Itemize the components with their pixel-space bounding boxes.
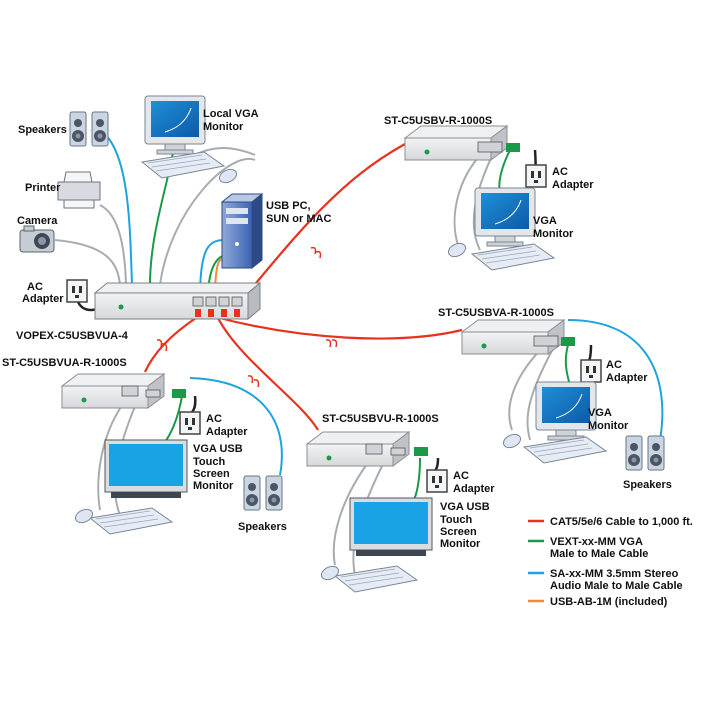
pc-label-1: USB PC, <box>266 200 311 212</box>
receiver-2-ac-adapter-icon <box>580 359 602 383</box>
receiver-1-ac-label-1: AC <box>552 166 568 178</box>
receiver-4-model: ST-C5USBVU-R-1000S <box>322 413 439 425</box>
camera-icon <box>19 225 55 253</box>
local-mouse-icon <box>216 166 240 186</box>
receiver-3-ac-adapter-icon <box>179 411 201 435</box>
receiver-4-keyboard-icon <box>334 565 418 593</box>
receiver-2: ST-C5USBVA-R-1000S AC Adapter VGA Monito… <box>438 307 672 491</box>
hub-device <box>93 281 262 321</box>
local-ac-label-2: Adapter <box>22 293 64 305</box>
legend-item-3-line1: SA-xx-MM 3.5mm Stereo <box>550 568 679 580</box>
receiver-2-ac-label-1: AC <box>606 359 622 371</box>
receiver-3-speakers-icon <box>243 475 283 511</box>
local-monitor-icon <box>144 95 206 155</box>
receiver-2-ac-label-2: Adapter <box>606 372 648 384</box>
receiver-1: ST-C5USBV-R-1000S AC Adapter VGA Monitor <box>384 115 594 271</box>
receiver-1-monitor-icon <box>474 187 536 247</box>
receiver-4: ST-C5USBVU-R-1000S AC Adapter VGA USB To… <box>306 413 495 593</box>
printer-icon <box>57 171 101 209</box>
receiver-3-monitor-label-4: Monitor <box>193 480 234 492</box>
legend-item-1-line1: CAT5/5e/6 Cable to 1,000 ft. <box>550 516 693 528</box>
receiver-3-monitor-label-1: VGA USB <box>193 443 243 455</box>
receiver-4-mouse-icon <box>318 563 342 583</box>
receiver-3-monitor-label-3: Screen <box>193 468 230 480</box>
local-ac-label-1: AC <box>27 281 43 293</box>
receiver-1-monitor-label-2: Monitor <box>533 228 574 240</box>
local-ac-adapter-icon <box>66 279 88 303</box>
legend-item-3-line2: Audio Male to Male Cable <box>550 580 683 592</box>
receiver-1-model: ST-C5USBV-R-1000S <box>384 115 492 127</box>
receiver-4-ac-adapter-icon <box>426 469 448 493</box>
local-speakers-icon <box>69 111 109 147</box>
receiver-3-touch-monitor-icon <box>104 439 188 498</box>
receiver-2-model: ST-C5USBVA-R-1000S <box>438 307 554 319</box>
receiver-1-mouse-icon <box>445 240 469 260</box>
local-monitor-label-2: Monitor <box>203 121 244 133</box>
receiver-1-ac-label-2: Adapter <box>552 179 594 191</box>
receiver-4-ac-label-2: Adapter <box>453 483 495 495</box>
receiver-3-monitor-label-2: Touch <box>193 456 225 468</box>
cable-break-marks <box>156 246 338 388</box>
hub-model-label: VOPEX-C5USBVUA-4 <box>16 330 129 342</box>
receiver-3-speakers-label: Speakers <box>238 521 287 533</box>
receiver-2-monitor-label-1: VGA <box>588 407 612 419</box>
pc-label-2: SUN or MAC <box>266 213 331 225</box>
receiver-4-monitor-label-4: Monitor <box>440 538 481 550</box>
legend-item-2-line1: VEXT-xx-MM VGA <box>550 536 643 548</box>
receiver-1-ac-adapter-icon <box>525 164 547 188</box>
receiver-3-ac-label-1: AC <box>206 413 222 425</box>
camera-label: Camera <box>17 215 58 227</box>
receiver-2-speakers-label: Speakers <box>623 479 672 491</box>
local-speakers-label: Speakers <box>18 124 67 136</box>
legend: CAT5/5e/6 Cable to 1,000 ft. VEXT-xx-MM … <box>528 516 693 608</box>
audio-cables <box>99 129 664 476</box>
receiver-2-mouse-icon <box>500 431 524 451</box>
receiver-2-keyboard-icon <box>523 436 607 464</box>
receiver-4-monitor-label-2: Touch <box>440 514 472 526</box>
legend-item-2-line2: Male to Male Cable <box>550 548 648 560</box>
local-keyboard-icon <box>141 151 225 179</box>
receiver-3: ST-C5USBVUA-R-1000S AC Adapter VGA USB T… <box>2 357 287 535</box>
local-monitor-label-1: Local VGA <box>203 108 259 120</box>
receiver-4-monitor-label-1: VGA USB <box>440 501 490 513</box>
receiver-1-keyboard-icon <box>471 243 555 271</box>
receiver-3-ac-label-2: Adapter <box>206 426 248 438</box>
pc-tower-icon <box>220 192 264 270</box>
receiver-3-mouse-icon <box>72 506 96 526</box>
receiver-3-model: ST-C5USBVUA-R-1000S <box>2 357 127 369</box>
printer-label: Printer <box>25 182 61 194</box>
receiver-2-speakers-icon <box>625 435 665 471</box>
receiver-4-touch-monitor-icon <box>349 497 433 556</box>
receiver-2-monitor-label-2: Monitor <box>588 420 629 432</box>
receiver-2-monitor-icon <box>535 381 597 441</box>
receiver-4-ac-label-1: AC <box>453 470 469 482</box>
legend-item-4-line1: USB-AB-1M (included) <box>550 596 668 608</box>
receiver-3-keyboard-icon <box>89 507 173 535</box>
receiver-1-monitor-label-1: VGA <box>533 215 557 227</box>
receiver-4-monitor-label-3: Screen <box>440 526 477 538</box>
